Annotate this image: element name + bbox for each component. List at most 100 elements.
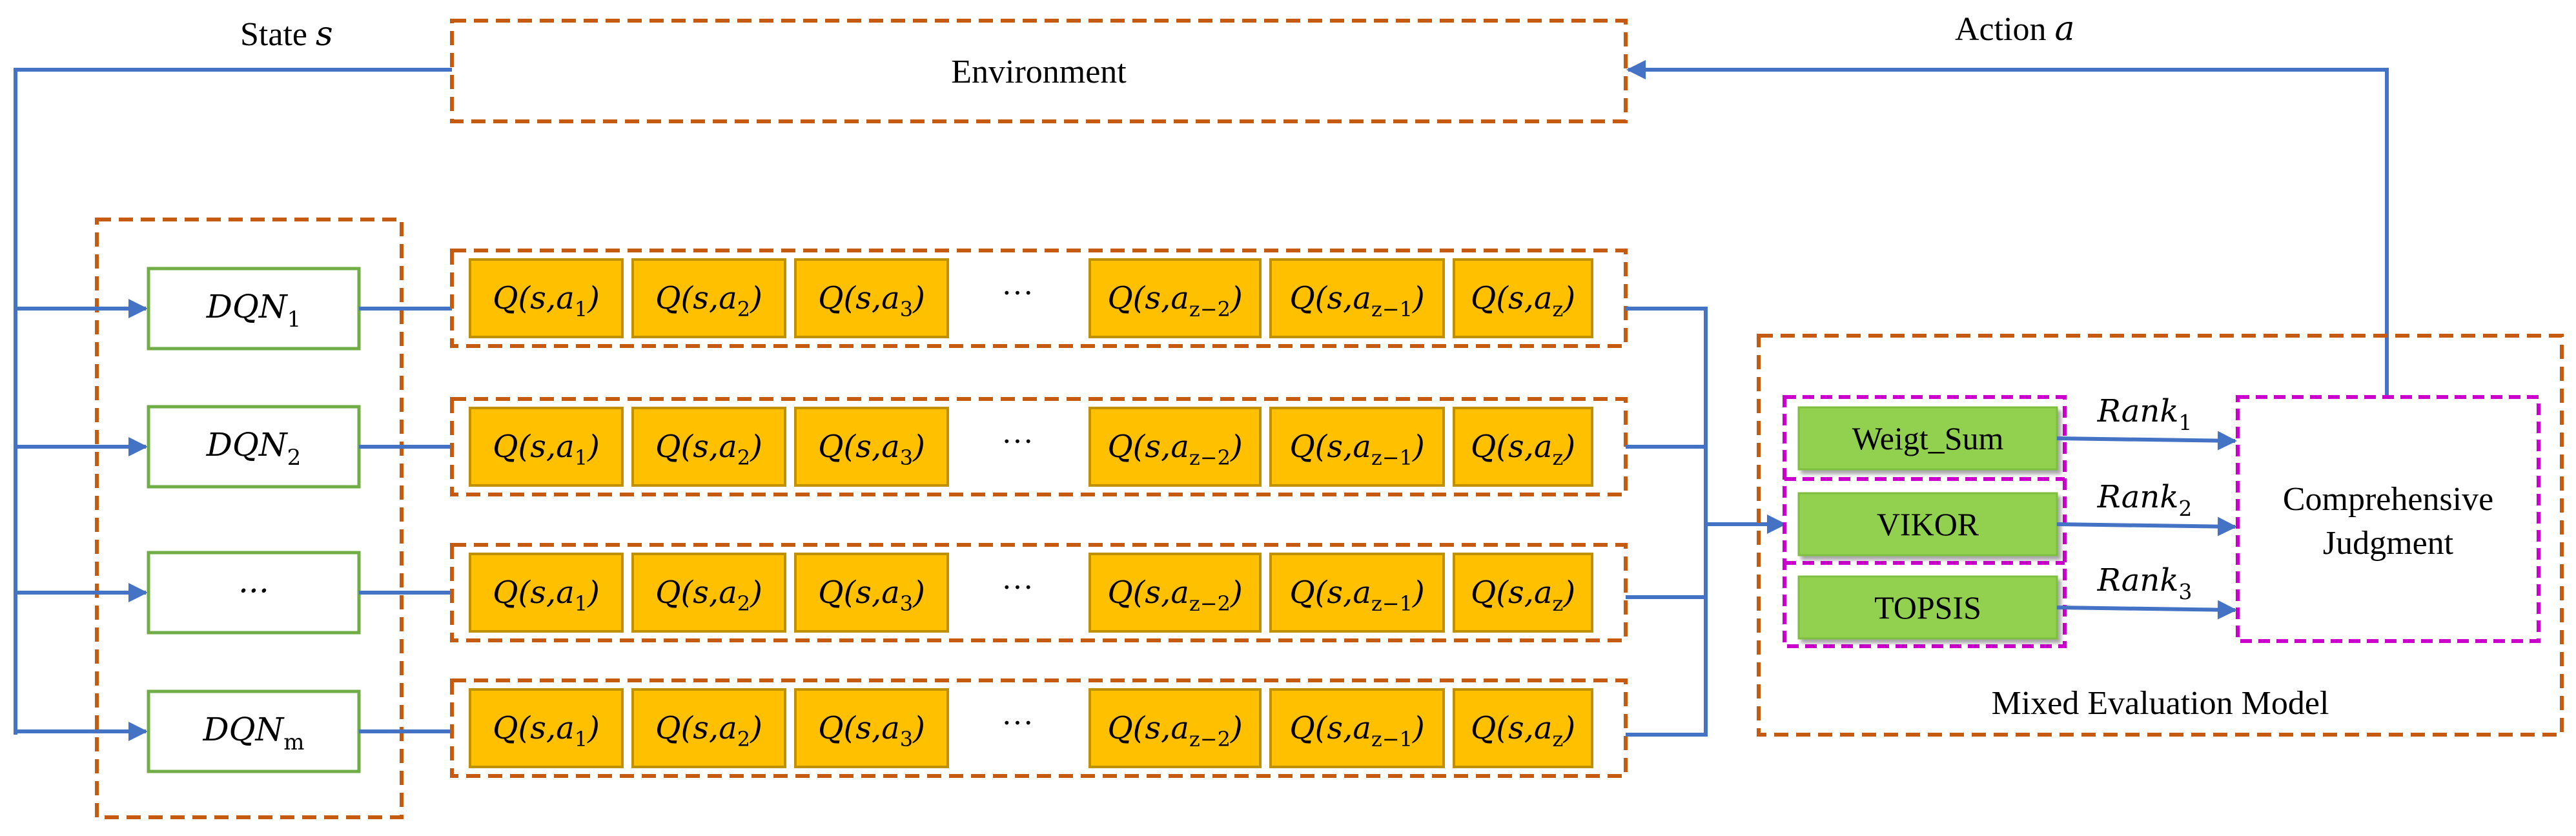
rank-arrow [2056, 431, 2237, 451]
q-row-box [450, 543, 1628, 642]
q-value-label: Q(s,a3) [818, 429, 925, 470]
q-value-label: Q(s,az) [1471, 429, 1575, 470]
dqn-node: DQN1 [15, 267, 452, 351]
q-row-box [450, 249, 1628, 348]
q-ellipsis: ··· [1001, 423, 1034, 459]
dqn-box [147, 405, 361, 489]
q-value-cell: Q(s,az) [1453, 407, 1593, 487]
q-value-label: Q(s,a1) [493, 710, 600, 751]
dqn-node: ··· [15, 551, 452, 635]
q-value-label: Q(s,a2) [655, 429, 762, 470]
q-value-cell: Q(s,a2) [631, 258, 786, 338]
dqn-label: ··· [238, 572, 269, 609]
methods-group-box [1783, 395, 2067, 648]
q-value-cell: Q(s,az−2) [1089, 258, 1262, 338]
q-value-label: Q(s,a3) [818, 710, 925, 751]
method-label: VIKOR [1877, 506, 1979, 542]
q-value-row: Q(s,a1) Q(s,a2) Q(s,a3) Q(s,az−2) Q(s,az−1) Q… [450, 543, 1628, 642]
q-value-cell: Q(s,az−1) [1269, 688, 1445, 768]
q-value-label: Q(s,a2) [655, 710, 762, 751]
environment-box: Environment [450, 19, 1628, 123]
action-flow-arrow [1626, 60, 2389, 397]
q-value-cell: Q(s,az−2) [1089, 407, 1262, 487]
dqn-group-box [95, 218, 404, 819]
q-value-cell: Q(s,a2) [631, 553, 786, 633]
q-value-cell: Q(s,az) [1453, 553, 1593, 633]
q-value-cell: Q(s,a1) [469, 407, 624, 487]
q-value-label: Q(s,az−1) [1289, 280, 1424, 321]
dqn-label: DQN2 [206, 426, 301, 471]
q-value-label: Q(s,az−2) [1107, 280, 1242, 321]
q-value-label: Q(s,az−2) [1107, 575, 1242, 616]
q-row-box [450, 397, 1628, 496]
q-value-label: Q(s,a1) [493, 429, 600, 470]
merge-lines [1626, 307, 1786, 737]
judgment-box [2236, 395, 2540, 643]
q-value-cell: Q(s,az) [1453, 688, 1593, 768]
q-value-label: Q(s,az−2) [1107, 710, 1242, 751]
q-value-label: Q(s,az) [1471, 710, 1575, 751]
method-box: Weigt_Sum Rank1 [1797, 393, 2237, 471]
q-value-row: Q(s,a1) Q(s,a2) Q(s,a3) Q(s,az−2) Q(s,az−1) Q… [450, 678, 1628, 778]
rank-label: Rank1 [2097, 393, 2193, 435]
environment-label: Environment [951, 54, 1127, 90]
q-value-cell: Q(s,a1) [469, 553, 624, 633]
rank-label: Rank3 [2097, 562, 2193, 604]
q-value-cell: Q(s,a3) [794, 553, 949, 633]
judgment-line-1: Comprehensive [2283, 481, 2493, 518]
dqn-node: DQN2 [15, 405, 452, 489]
q-value-label: Q(s,a3) [818, 280, 925, 321]
q-value-label: Q(s,az−1) [1289, 575, 1424, 616]
q-value-row: Q(s,a1) Q(s,a2) Q(s,a3) Q(s,az−2) Q(s,az−1) Q… [450, 249, 1628, 348]
q-value-cell: Q(s,a3) [794, 258, 949, 338]
q-ellipsis: ··· [1001, 569, 1034, 605]
mixed-evaluation-model: Mixed Evaluation Model Weigt_Sum Rank1VIK… [1757, 334, 2564, 737]
state-label: State s [240, 15, 333, 54]
dqn-box [147, 689, 361, 773]
q-value-cell: Q(s,a1) [469, 688, 624, 768]
q-value-cell: Q(s,a1) [469, 258, 624, 338]
q-value-cell: Q(s,az−1) [1269, 258, 1445, 338]
q-ellipsis: ··· [1001, 704, 1034, 740]
method-box: VIKOR Rank2 [1797, 479, 2237, 556]
q-value-label: Q(s,az−1) [1289, 429, 1424, 470]
q-value-cell: Q(s,a3) [794, 407, 949, 487]
method-label: TOPSIS [1874, 589, 1981, 626]
method-box: TOPSIS Rank3 [1797, 562, 2237, 640]
rank-arrow [2056, 600, 2237, 620]
q-row-box [450, 678, 1628, 778]
action-label: Action a [1955, 10, 2075, 48]
q-value-cell: Q(s,a2) [631, 688, 786, 768]
q-value-layer: Q(s,a1) Q(s,a2) Q(s,a3) Q(s,az−2) Q(s,az−1) Q… [450, 249, 1628, 778]
dqn-node: DQNm [15, 689, 452, 773]
q-value-label: Q(s,a1) [493, 280, 600, 321]
q-value-cell: Q(s,a2) [631, 407, 786, 487]
q-value-label: Q(s,az−2) [1107, 429, 1242, 470]
q-value-label: Q(s,a3) [818, 575, 925, 616]
q-ellipsis: ··· [1001, 274, 1034, 311]
q-value-label: Q(s,az−1) [1289, 710, 1424, 751]
q-value-cell: Q(s,az−1) [1269, 553, 1445, 633]
dqn-label: DQN1 [206, 288, 301, 332]
q-value-cell: Q(s,az−2) [1089, 688, 1262, 768]
judgment-line-2: Judgment [2323, 525, 2454, 562]
q-value-cell: Q(s,az−1) [1269, 407, 1445, 487]
model-label: Mixed Evaluation Model [1992, 685, 2329, 722]
q-value-cell: Q(s,az) [1453, 258, 1593, 338]
dqn-label: DQNm [202, 711, 304, 755]
rank-label: Rank2 [2097, 479, 2193, 521]
q-value-cell: Q(s,a3) [794, 688, 949, 768]
state-flow-line [14, 68, 452, 735]
q-value-row: Q(s,a1) Q(s,a2) Q(s,a3) Q(s,az−2) Q(s,az−1) Q… [450, 397, 1628, 496]
method-label: Weigt_Sum [1852, 420, 2004, 456]
q-value-cell: Q(s,az−2) [1089, 553, 1262, 633]
q-value-label: Q(s,az) [1471, 280, 1575, 321]
q-value-label: Q(s,a2) [655, 280, 762, 321]
q-value-label: Q(s,az) [1471, 575, 1575, 616]
q-value-label: Q(s,a1) [493, 575, 600, 616]
q-value-label: Q(s,a2) [655, 575, 762, 616]
dqn-box [147, 267, 361, 351]
